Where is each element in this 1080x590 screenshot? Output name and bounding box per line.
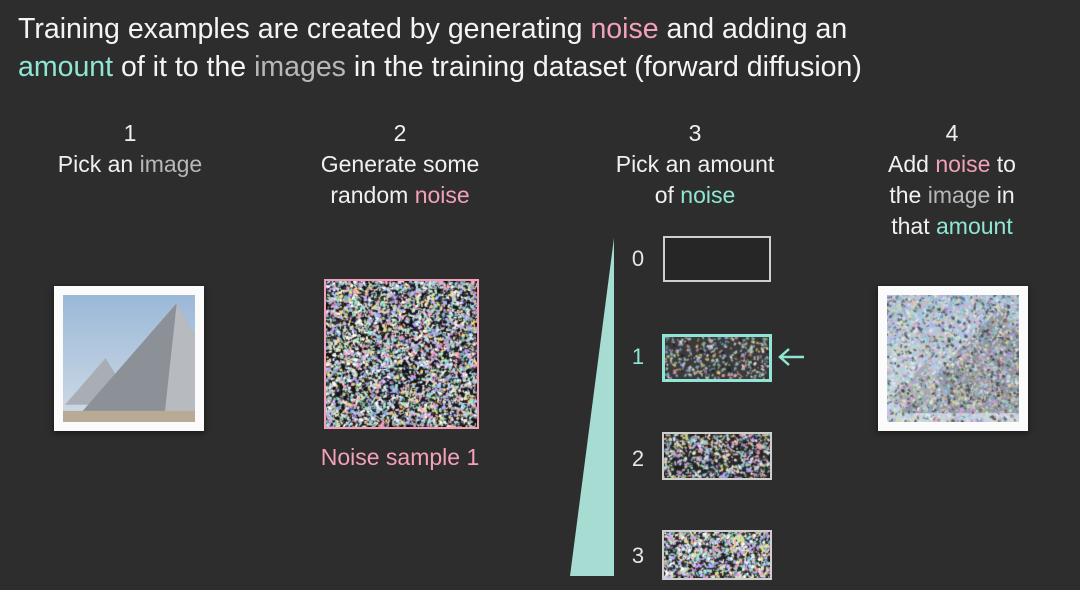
step-3: 3 Pick an amount of noise [585, 118, 805, 211]
level-2-box[interactable] [662, 432, 772, 480]
step-label: Generate some [320, 151, 480, 177]
title-text: Training examples are created by generat… [18, 13, 591, 45]
step-label: Pick an image [57, 151, 203, 177]
slide-title: Training examples are created by generat… [18, 10, 1068, 86]
title-images-word: images [254, 51, 346, 83]
step-label: Add noise to [888, 151, 1016, 177]
level-0-box[interactable] [663, 236, 771, 282]
noise-sample-caption: Noise sample 1 [320, 444, 480, 470]
step-number: 1 [123, 120, 137, 146]
level-label: 3 [631, 543, 645, 568]
step-1: 1 Pick an image [20, 118, 240, 180]
step-2: 2 Generate some random noise [290, 118, 510, 211]
noise-sample-canvas [326, 281, 477, 427]
step-number: 2 [393, 120, 407, 146]
arrow-left-icon [778, 348, 804, 366]
title-noise-word: noise [590, 13, 659, 45]
noisy-image-result [878, 286, 1028, 431]
level-noise-canvas [664, 434, 770, 478]
title-text: of it to the [113, 51, 255, 83]
step-label: that amount [891, 213, 1013, 239]
level-1-box[interactable] [662, 334, 772, 382]
step-label: the image in [889, 182, 1015, 208]
pyramid-image [54, 286, 204, 431]
pyramid-photo [63, 295, 195, 422]
step-label: of noise [654, 182, 736, 208]
step-number: 4 [945, 120, 959, 146]
level-3-box[interactable] [662, 530, 772, 580]
step-number: 3 [688, 120, 702, 146]
level-noise-canvas [665, 337, 769, 379]
title-amount-word: amount [18, 51, 114, 83]
step-label: random noise [330, 182, 470, 208]
level-label: 1 [631, 344, 645, 369]
title-text: in the training dataset (forward diffusi… [345, 51, 862, 83]
level-noise-canvas [665, 238, 769, 280]
level-label: 2 [631, 446, 645, 471]
title-text: and adding an [658, 13, 848, 45]
step-4: 4 Add noise to the image in that amount [842, 118, 1062, 242]
step-label: Pick an amount [615, 151, 775, 177]
level-noise-canvas [664, 532, 770, 578]
level-label: 0 [631, 246, 645, 271]
noise-amount-wedge [570, 238, 614, 576]
noisy-image-canvas [887, 295, 1019, 422]
noise-sample-image [324, 279, 479, 429]
